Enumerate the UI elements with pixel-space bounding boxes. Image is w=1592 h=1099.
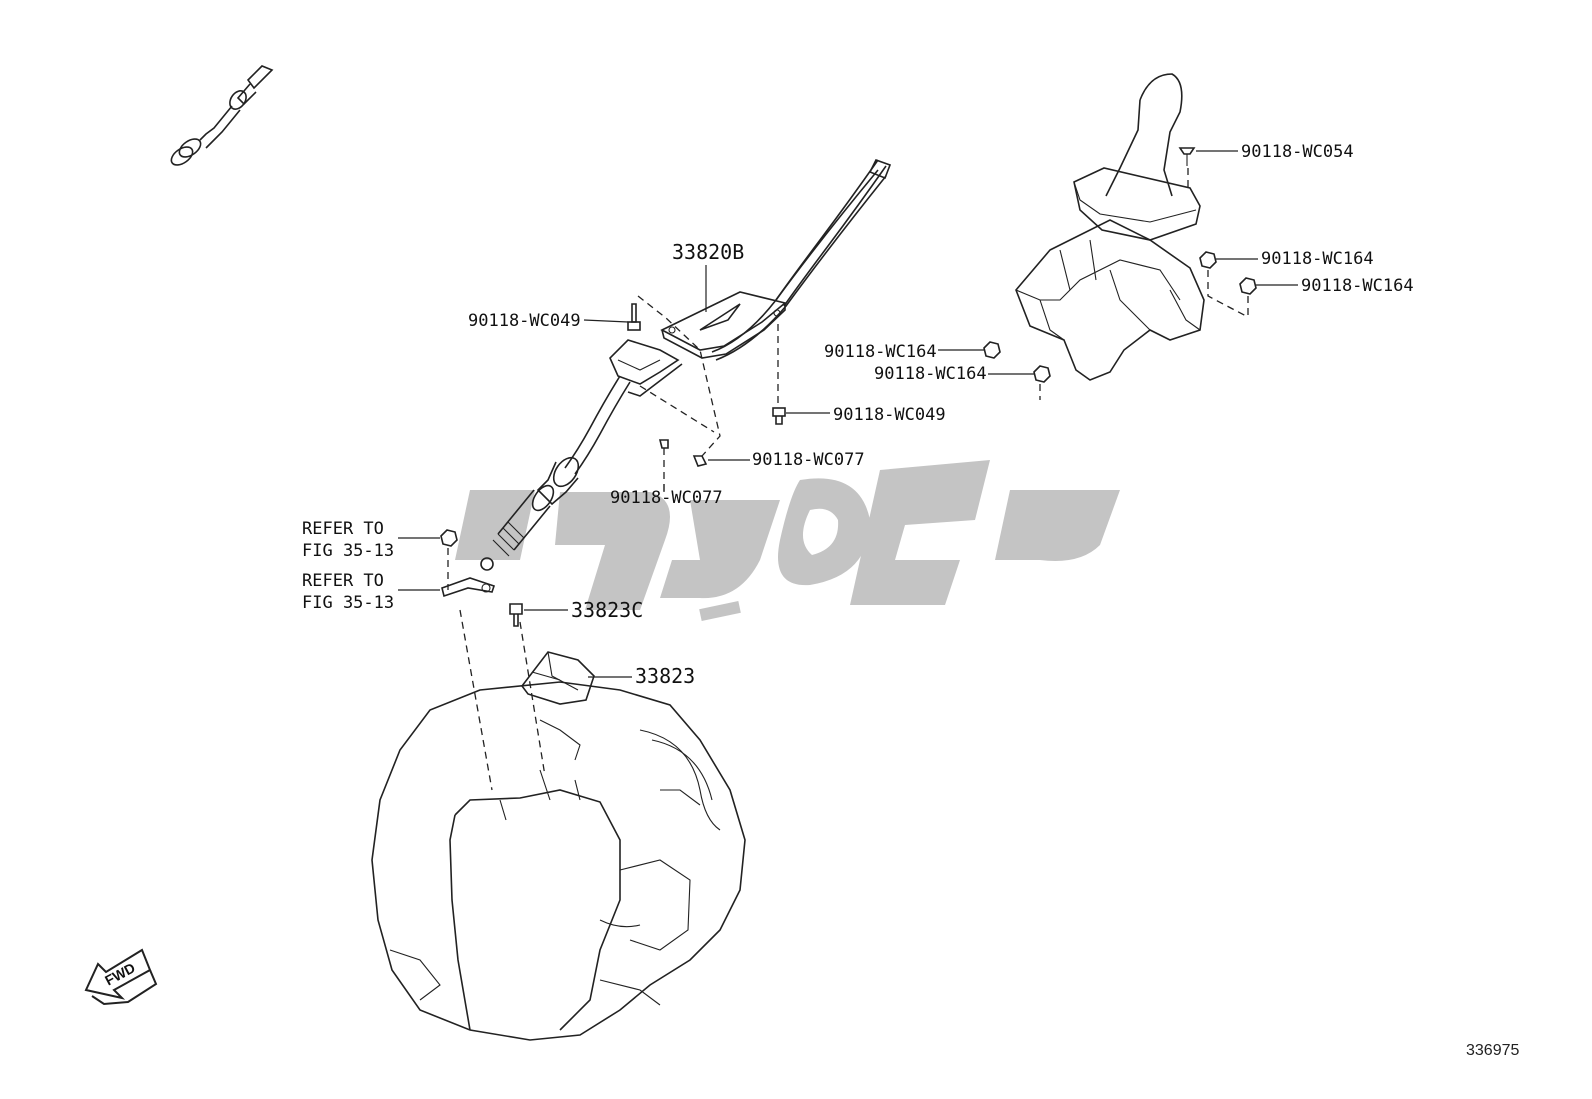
label-screw-top: 90118-WC054: [1241, 142, 1354, 162]
fwd-arrow-icon: [84, 948, 158, 1006]
watermark-logo: [455, 460, 1120, 622]
refer-note-1: REFER TO FIG 35-13: [302, 518, 394, 562]
leader-lines: [398, 150, 1298, 678]
figure-number: 336975: [1466, 1042, 1520, 1059]
label-nut-3: 90118-WC164: [824, 342, 937, 362]
label-33820B: 33820B: [672, 240, 745, 264]
label-clip-left: 90118-WC077: [610, 488, 723, 508]
label-nut-2: 90118-WC164: [1301, 276, 1414, 296]
label-nut-1: 90118-WC164: [1261, 249, 1374, 269]
transmission: [371, 681, 746, 1041]
label-clip-right: 90118-WC077: [752, 450, 865, 470]
shift-cable: [170, 65, 892, 571]
shift-lever-assembly: [983, 73, 1257, 400]
refer-note-2: REFER TO FIG 35-13: [302, 570, 394, 614]
label-nut-4: 90118-WC164: [874, 364, 987, 384]
refer-note-1-line1: REFER TO: [302, 519, 384, 539]
label-33823: 33823: [635, 664, 696, 688]
label-bolt-lower: 90118-WC049: [833, 405, 946, 425]
refer-note-2-line1: REFER TO: [302, 571, 384, 591]
fasteners: [440, 303, 786, 705]
label-33823C: 33823C: [571, 598, 644, 622]
refer-note-1-line2: FIG 35-13: [302, 541, 395, 561]
label-bolt-upper-left: 90118-WC049: [468, 311, 581, 331]
refer-note-2-line2: FIG 35-13: [302, 593, 395, 613]
